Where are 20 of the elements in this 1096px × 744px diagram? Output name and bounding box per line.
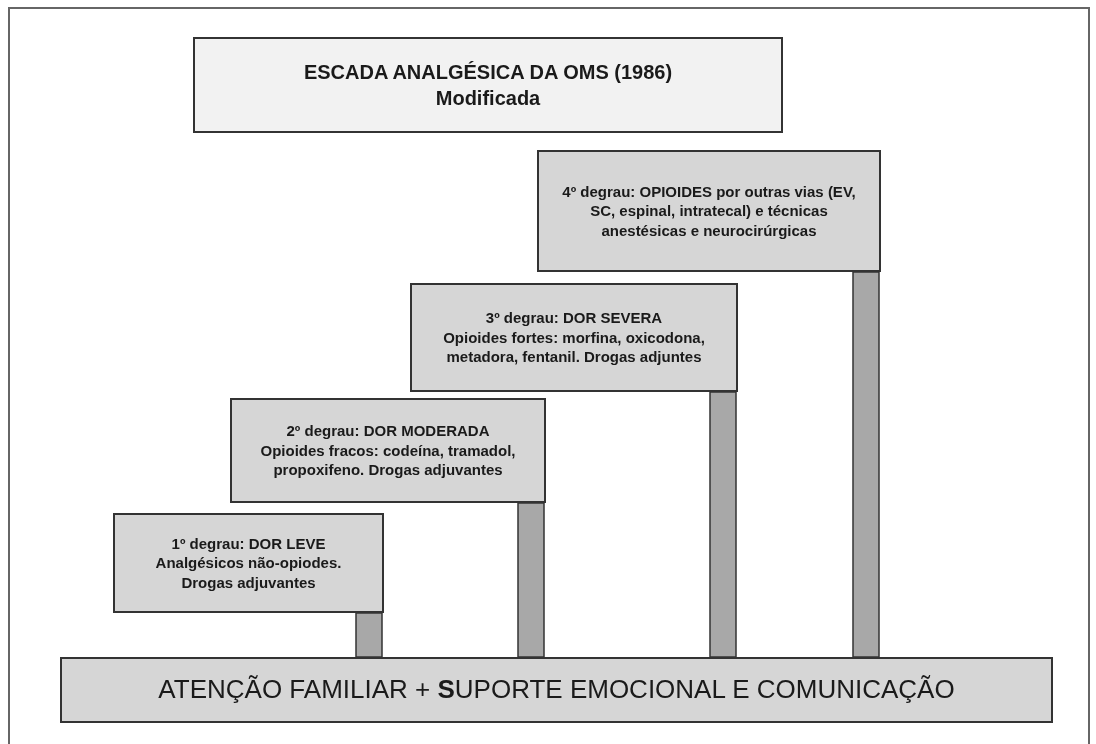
pillar-bar	[709, 391, 737, 658]
base-band	[60, 657, 1053, 723]
body-text: Opioides fortes: morfina, oxicodona, metadora, fentanil. Drogas adjuntes	[442, 327, 706, 367]
body-text: Analgésicos não-opiodes. Drogas adjuvantes	[154, 553, 343, 593]
step-box	[410, 283, 738, 392]
heading-text: 3º degrau: DOR SEVERA	[485, 308, 663, 328]
step-box	[537, 150, 881, 272]
body-text: Modificada	[435, 86, 541, 111]
step-box	[230, 398, 546, 503]
heading-text: ATENÇÃO FAMILIAR + SUPORTE EMOCIONAL E COMUNICAÇÃO	[158, 673, 955, 707]
heading-text: 2º degrau: DOR MODERADA	[286, 421, 490, 441]
pillar-bar	[355, 612, 383, 658]
body-text: Opioides fracos: codeína, tramadol, propoxifeno. Drogas adjuvantes	[259, 440, 517, 480]
pillar-bar	[852, 271, 880, 658]
step-box	[113, 513, 384, 613]
pillar-bar	[517, 502, 545, 658]
title-box	[193, 37, 783, 133]
heading-text: ESCADA ANALGÉSICA DA OMS (1986)	[303, 60, 673, 85]
heading-text: 1º degrau: DOR LEVE	[171, 533, 326, 554]
heading-text: 4º degrau: OPIOIDES por outras vias (EV, SC, espinal, intratecal) e técnicas anestésicas e neurocirúrgicas	[561, 181, 857, 241]
